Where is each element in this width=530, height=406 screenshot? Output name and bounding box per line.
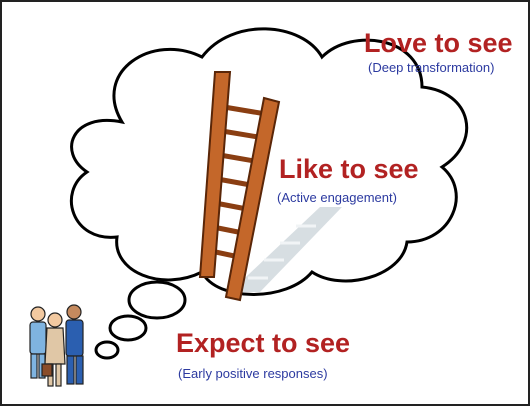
thought-cloud-outline [69,27,469,296]
expect-to-see-title: Expect to see [176,328,351,358]
ladder-icon [198,71,281,302]
like-to-see-title: Like to see [279,154,419,184]
thought-bubble-small [94,340,120,360]
ladder-left-rail [198,71,232,278]
people-group-icon [29,304,84,387]
thought-cloud-icon [69,27,469,360]
love-to-see-title: Love to see [364,28,513,58]
ladder-shadow [230,207,342,292]
love-to-see-subtitle: (Deep transformation) [368,60,495,75]
thought-bubble-large [127,280,187,320]
thought-bubble-medium [108,314,148,342]
ladder-right-rail [224,96,281,302]
expect-to-see-subtitle: (Early positive responses) [178,366,328,381]
like-to-see-subtitle: (Active engagement) [277,190,397,205]
